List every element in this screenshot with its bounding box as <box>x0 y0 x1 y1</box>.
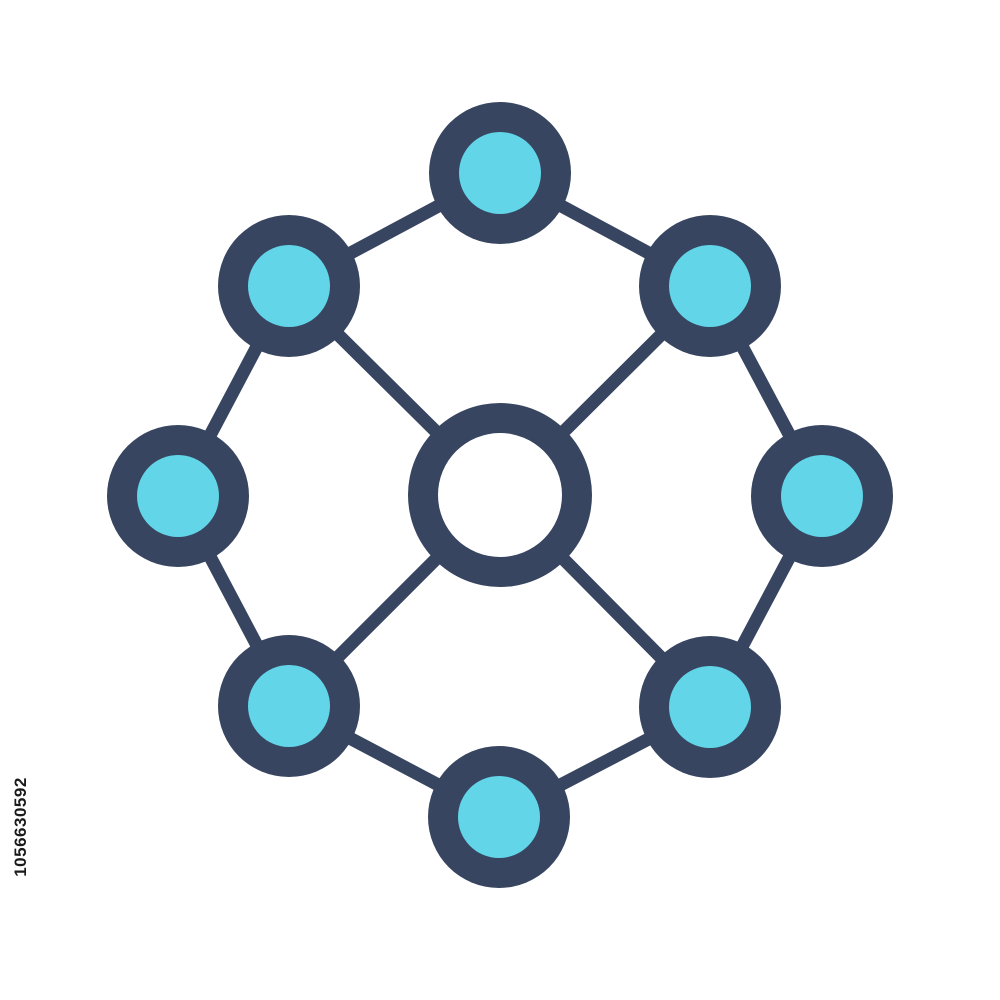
stock-id-label: 1056630592 <box>6 752 36 902</box>
hub-node <box>408 403 592 587</box>
outer-node-fill <box>248 245 330 327</box>
outer-node <box>639 215 781 357</box>
outer-node <box>429 102 571 244</box>
outer-node-fill <box>781 455 863 537</box>
outer-node <box>751 425 893 567</box>
outer-node-fill <box>458 776 540 858</box>
outer-node-fill <box>459 132 541 214</box>
outer-node <box>218 635 360 777</box>
outer-node-fill <box>137 455 219 537</box>
stock-id-text: 1056630592 <box>11 777 31 877</box>
outer-node-fill <box>248 665 330 747</box>
outer-node-fill <box>669 666 751 748</box>
hub-node-fill <box>438 433 562 557</box>
network-nodes <box>107 102 893 888</box>
outer-node <box>639 636 781 778</box>
outer-node <box>218 215 360 357</box>
outer-node <box>107 425 249 567</box>
outer-node-fill <box>669 245 751 327</box>
outer-node <box>428 746 570 888</box>
